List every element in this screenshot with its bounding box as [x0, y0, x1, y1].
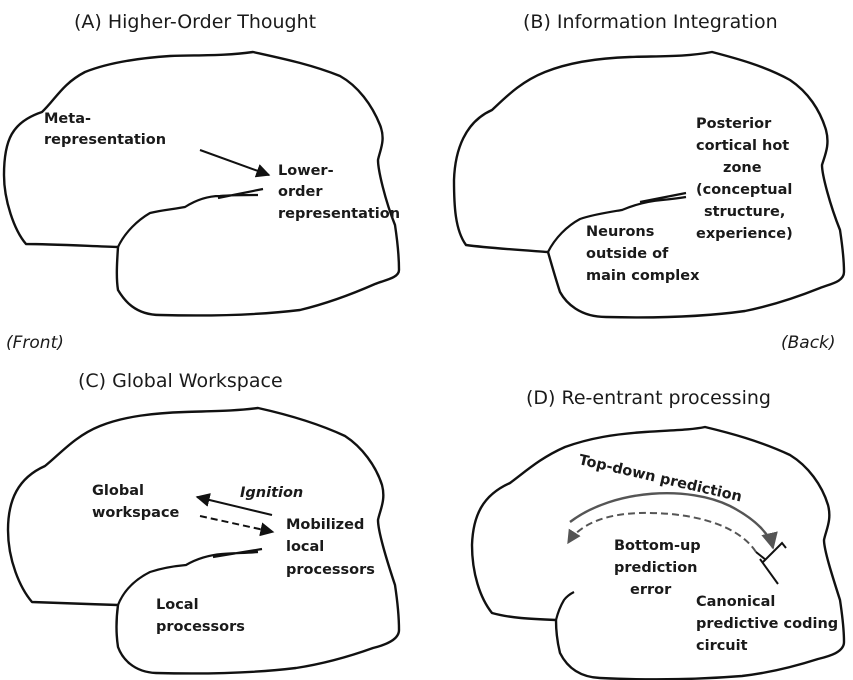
panel-b: (B) Information Integration Posterior co…: [452, 11, 846, 319]
panel-d-title: (D) Re-entrant processing: [526, 387, 771, 409]
panel-d-topdown-label: Top-down prediction: [577, 452, 743, 505]
panel-d-circuit-symbol: [755, 541, 787, 585]
front-label: (Front): [6, 333, 64, 353]
panel-c: (C) Global Workspace Global workspace Ig…: [6, 370, 401, 675]
panel-b-hot-label-5: structure,: [704, 204, 785, 220]
panel-b-hot-label-2: cortical hot: [696, 138, 789, 154]
panel-b-hot-label-1: Posterior: [696, 116, 772, 132]
panel-d-bottomup-label-1: Bottom-up: [614, 538, 701, 554]
panel-d-lateral-sulcus: [554, 591, 575, 621]
panel-a-lower-label-2: order: [278, 184, 323, 200]
panel-b-neurons-label-1: Neurons: [586, 224, 654, 240]
panel-c-global-label-2: workspace: [92, 505, 180, 521]
panel-b-title: (B) Information Integration: [523, 11, 778, 33]
panel-d-topdown-arrow: [569, 491, 778, 550]
panel-a-lower-label-3: representation: [278, 206, 400, 222]
panel-b-brain-outline: [452, 50, 846, 319]
panel-a-brain-outline: [2, 50, 401, 317]
panel-c-dashed-arrow: [199, 515, 275, 537]
panel-b-hot-label-6: experience): [696, 226, 793, 242]
panel-d-brain-outline: [470, 425, 846, 680]
panel-c-mobilized-label-3: processors: [286, 562, 375, 578]
panel-c-local-label-1: Local: [156, 597, 199, 613]
panel-b-hot-label-3: zone: [723, 160, 762, 176]
panel-a-meta-arrow: [199, 149, 271, 178]
panel-c-title: (C) Global Workspace: [78, 370, 283, 392]
panel-c-mobilized-label-2: local: [286, 539, 324, 555]
back-label: (Back): [781, 333, 836, 353]
panel-c-brain-outline: [6, 406, 401, 675]
panel-b-lateral-sulcus: [547, 191, 687, 253]
panel-c-local-label-2: processors: [156, 619, 245, 635]
panel-c-ignition-arrow: [195, 493, 273, 516]
panel-a: (A) Higher-Order Thought Meta- represent…: [2, 11, 401, 317]
panel-d-bottomup-label-3: error: [630, 582, 672, 598]
panel-a-meta-label-2: representation: [44, 132, 166, 148]
panel-c-ignition-label: Ignition: [240, 485, 303, 501]
panel-d-bottomup-label-2: prediction: [614, 560, 698, 576]
panel-b-neurons-label-3: main complex: [586, 268, 700, 284]
panel-c-global-label-1: Global: [92, 483, 144, 499]
panel-a-title: (A) Higher-Order Thought: [74, 11, 316, 33]
panel-d-canonical-label-2: predictive coding: [696, 616, 838, 632]
panel-a-lower-label-1: Lower-: [278, 163, 334, 179]
panel-d-bottomup-arrow: [567, 511, 757, 553]
panel-d-canonical-label-3: circuit: [696, 638, 748, 654]
panel-c-lateral-sulcus: [116, 547, 263, 606]
panel-b-neurons-label-2: outside of: [586, 246, 669, 262]
panel-d: (D) Re-entrant processing Top-down predi…: [470, 387, 846, 680]
panel-d-canonical-label-1: Canonical: [696, 594, 775, 610]
panel-a-meta-label-1: Meta-: [44, 111, 91, 127]
panel-c-mobilized-label-1: Mobilized: [286, 517, 364, 533]
panel-b-hot-label-4: (conceptual: [696, 182, 792, 198]
panel-a-lateral-sulcus: [117, 187, 264, 248]
